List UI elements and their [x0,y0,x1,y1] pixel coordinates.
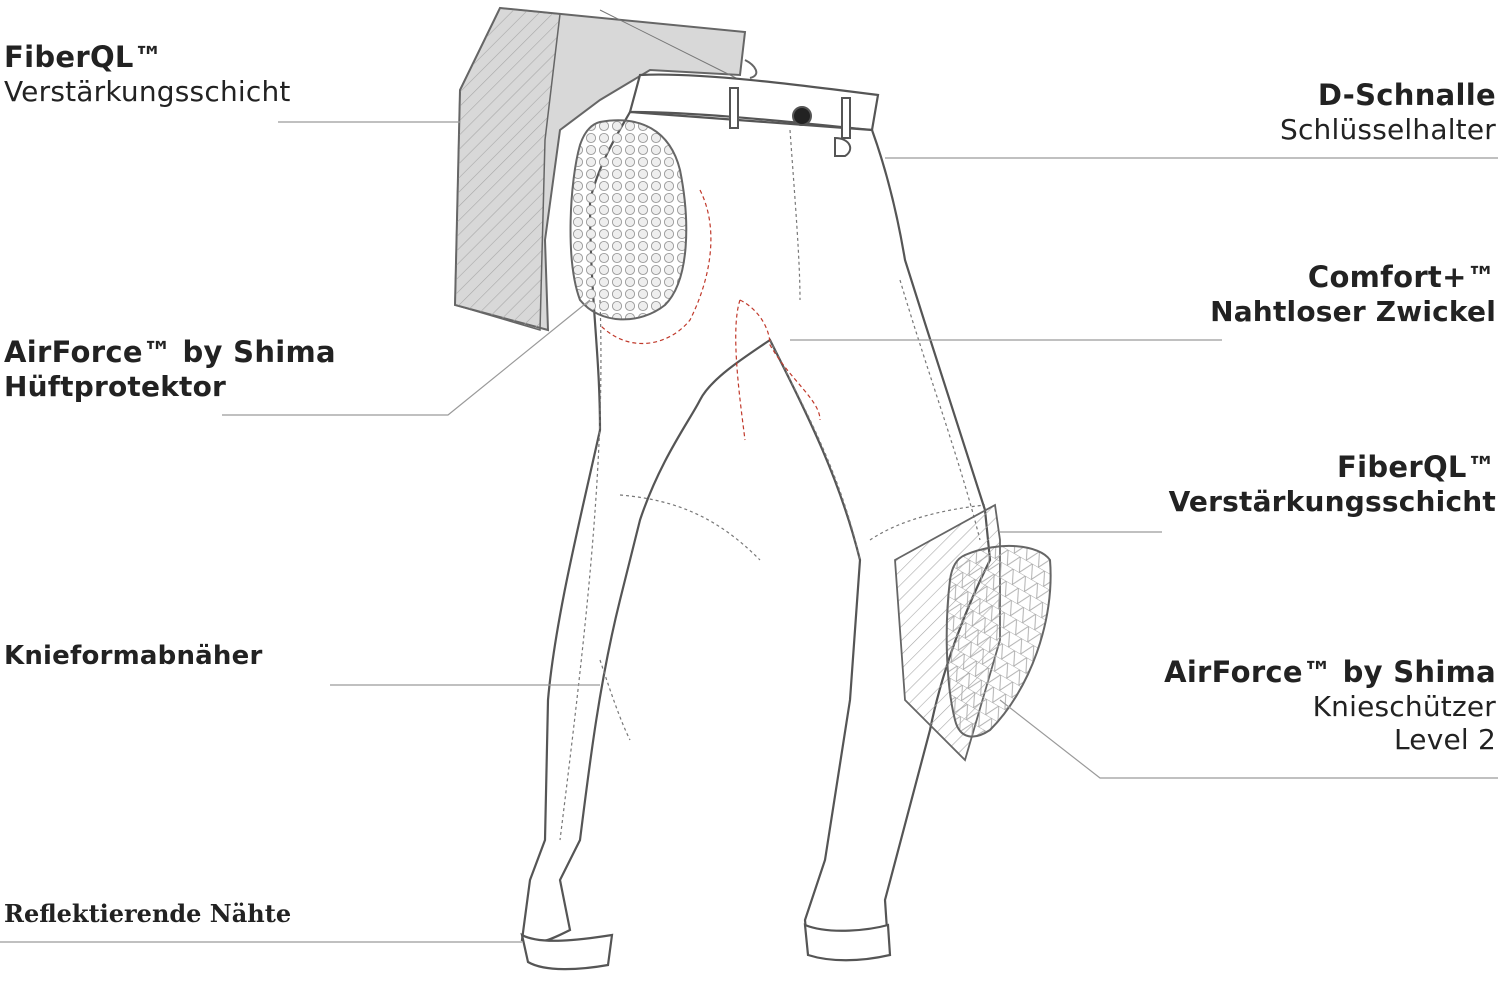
label-airforce-hip-title: AirForce™ by Shima [4,335,336,369]
label-comfort: Comfort+™ Nahtloser Zwickel [1210,260,1496,328]
d-buckle [834,136,852,157]
label-airforce-knee-sub2: Level 2 [1393,723,1496,757]
label-airforce-knee-title: AirForce™ by Shima [1164,655,1496,689]
label-fiberql-top-sub: Verstärkungsschicht [4,74,291,108]
label-airforce-hip-sub: Hüftprotektor [4,369,227,403]
label-dschnalle-title: D-Schnalle [1317,78,1496,112]
label-comfort-title: Comfort+™ [1307,260,1496,294]
leader-airforce-knee [999,699,1498,779]
label-airforce-knee: AirForce™ by Shima Knieschützer Level 2 [1164,655,1496,757]
label-dschnalle: D-Schnalle Schlüsselhalter [1280,78,1496,146]
red-stitching [599,189,821,441]
jeans-seams [559,129,986,841]
label-fiberql-top-title: FiberQL™ [4,40,164,74]
label-dschnalle-sub: Schlüsselhalter [1279,112,1496,146]
label-airforce-knee-sub: Knieschützer [1312,689,1496,723]
label-reflective-title: Reflektierende Nähte [4,899,292,928]
hip-protector [569,119,688,321]
label-reflective: Reflektierende Nähte [4,899,292,929]
label-comfort-sub: Nahtloser Zwickel [1210,294,1496,328]
waistband-details [729,87,851,139]
leader-lines [0,121,1498,943]
jeans-outline [520,73,992,971]
label-fiberql-knee-title: FiberQL™ [1336,450,1496,484]
label-fiberql-knee: FiberQL™ Verstärkungsschicht [1169,450,1496,518]
leader-airforce-hip [222,299,591,416]
label-airforce-hip: AirForce™ by Shima Hüftprotektor [4,335,336,403]
label-knieform: Knieformabnäher [4,641,262,672]
knee-protector [945,544,1052,738]
label-fiberql-knee-sub: Verstärkungsschicht [1168,484,1496,518]
label-fiberql-top: FiberQL™ Verstärkungsschicht [4,40,291,108]
label-knieform-title: Knieformabnäher [4,641,263,671]
fiberql-hip-panel [453,6,758,332]
